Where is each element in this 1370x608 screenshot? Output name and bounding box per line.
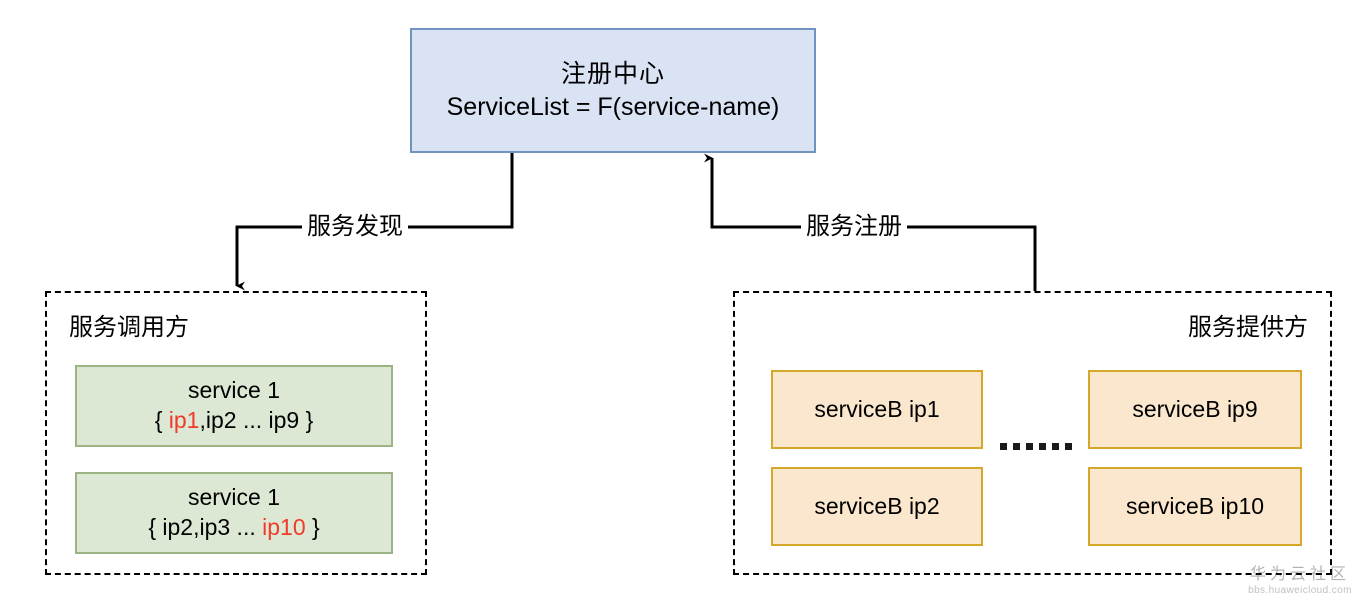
- provider-instance-card: serviceB ip2: [771, 467, 983, 546]
- consumer-service-name: service 1: [187, 377, 281, 404]
- provider-instance-card: serviceB ip1: [771, 370, 983, 449]
- consumer-service-card: service 1 { ip1,ip2 ... ip9 }: [75, 365, 393, 447]
- registry-center-box: 注册中心 ServiceList = F(service-name): [410, 28, 816, 153]
- watermark-main-text: 华为云社区: [1249, 566, 1350, 583]
- register-connector-label: 服务注册: [801, 213, 907, 241]
- consumer-service-iplist: { ip1,ip2 ... ip9 }: [155, 406, 314, 436]
- provider-instance-label: serviceB ip9: [1132, 396, 1258, 422]
- consumer-service-iplist: { ip2,ip3 ... ip10 }: [148, 513, 319, 543]
- discovery-connector-label: 服务发现: [302, 213, 408, 241]
- provider-instance-card: serviceB ip10: [1088, 467, 1302, 546]
- provider-instance-label: serviceB ip2: [814, 493, 940, 519]
- iplist-highlight-ip: ip1: [168, 407, 200, 433]
- consumer-panel-title: 服务调用方: [69, 314, 189, 341]
- iplist-highlight-ip: ip10: [262, 514, 306, 540]
- registry-title: 注册中心: [560, 59, 665, 88]
- watermark: 华为云社区 bbs.huaweicloud.com: [1238, 560, 1362, 596]
- iplist-suffix: }: [305, 514, 320, 540]
- provider-instance-label: serviceB ip1: [814, 396, 940, 422]
- registry-formula: ServiceList = F(service-name): [446, 92, 780, 121]
- provider-group-panel: 服务提供方: [733, 291, 1332, 575]
- consumer-service-card: service 1 { ip2,ip3 ... ip10 }: [75, 472, 393, 554]
- consumer-service-name: service 1: [187, 484, 281, 511]
- consumer-group-panel: 服务调用方: [45, 291, 427, 575]
- provider-instance-card: serviceB ip9: [1088, 370, 1302, 449]
- watermark-sub-text: bbs.huaweicloud.com: [1248, 585, 1352, 596]
- provider-ellipsis-icon: [1000, 443, 1072, 450]
- provider-instance-label: serviceB ip10: [1125, 493, 1265, 519]
- iplist-suffix: ,ip2 ... ip9 }: [199, 407, 314, 433]
- provider-panel-title: 服务提供方: [1188, 314, 1308, 341]
- iplist-prefix: { ip2,ip3 ...: [148, 514, 263, 540]
- iplist-prefix: {: [154, 407, 169, 433]
